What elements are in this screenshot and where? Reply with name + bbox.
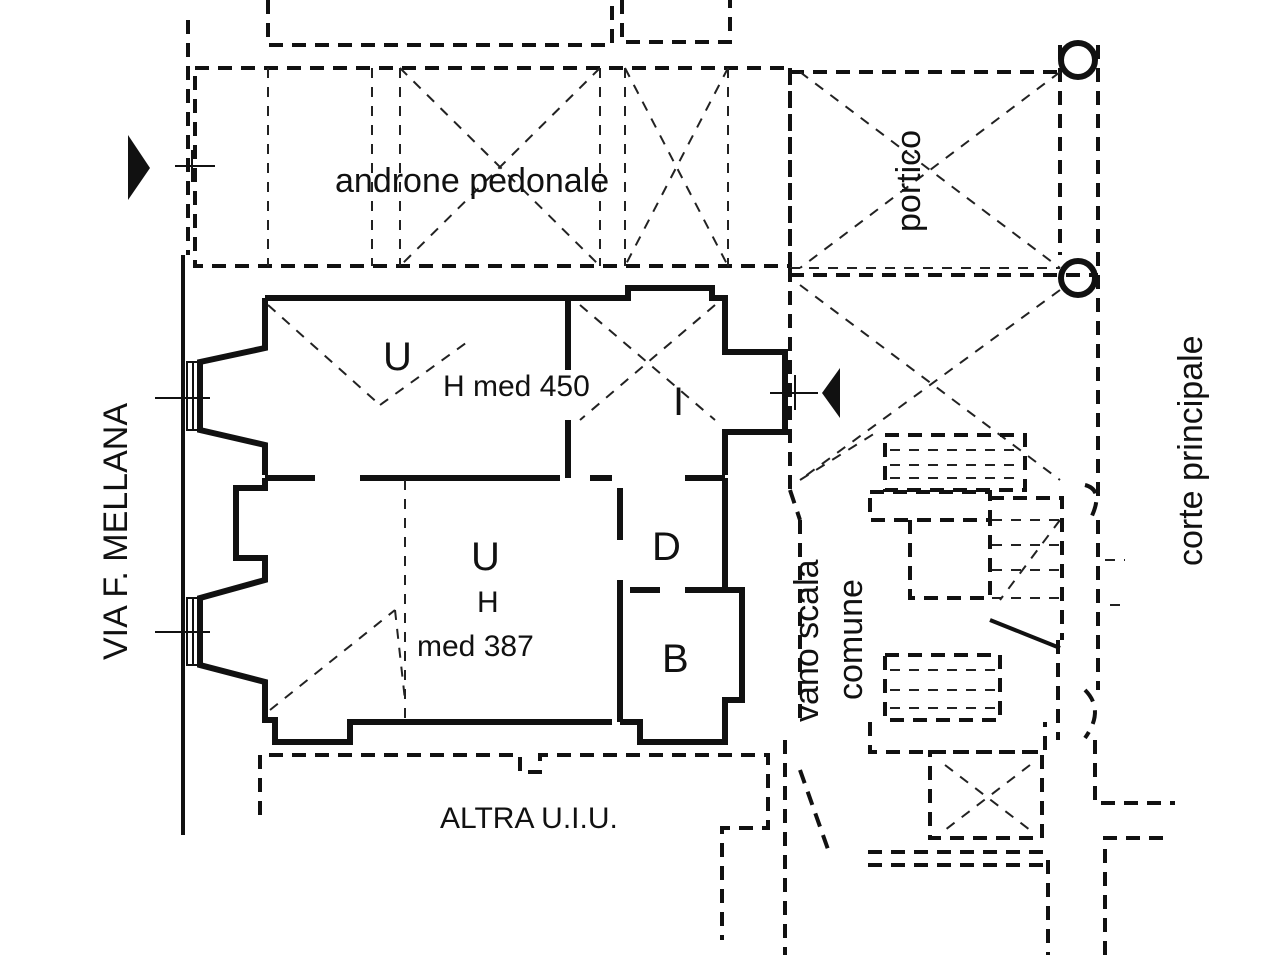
apartment-walls: [155, 285, 788, 745]
vano-comune-label: comune: [832, 579, 870, 700]
street-entrance-arrow-icon: [128, 135, 215, 200]
staircase-icon: [868, 433, 1064, 955]
room-b-label: B: [662, 637, 689, 681]
left-boundary: [181, 20, 190, 835]
altra-uiu-label: ALTRA U.I.U.: [440, 802, 618, 835]
corte-principale-label: corte principale: [1172, 335, 1210, 566]
room-u-upper-height: H med 450: [443, 370, 590, 403]
column-icon: [1058, 40, 1098, 298]
street-name-label: VIA F. MELLANA: [97, 403, 135, 660]
room-u-upper-label: U: [383, 335, 412, 379]
corte-outline: [1083, 483, 1175, 955]
portico-label: portico: [890, 130, 928, 232]
altra-uiu-outline: [258, 753, 770, 940]
upper-dashed-boxes: [266, 0, 732, 47]
vano-scala-label: vano scala: [788, 559, 826, 722]
portico-outline: [788, 45, 1100, 500]
room-i-label: I: [673, 380, 684, 424]
room-u-lower-label: U: [471, 535, 500, 579]
side-entrance-arrow-icon: [770, 368, 840, 418]
room-u-lower-height: med 387: [417, 630, 534, 663]
vano-scala-outline: [783, 268, 1050, 955]
androne-label: androne pedonale: [335, 162, 609, 200]
room-d-label: D: [652, 525, 681, 569]
room-u-lower-h: H: [477, 586, 499, 619]
